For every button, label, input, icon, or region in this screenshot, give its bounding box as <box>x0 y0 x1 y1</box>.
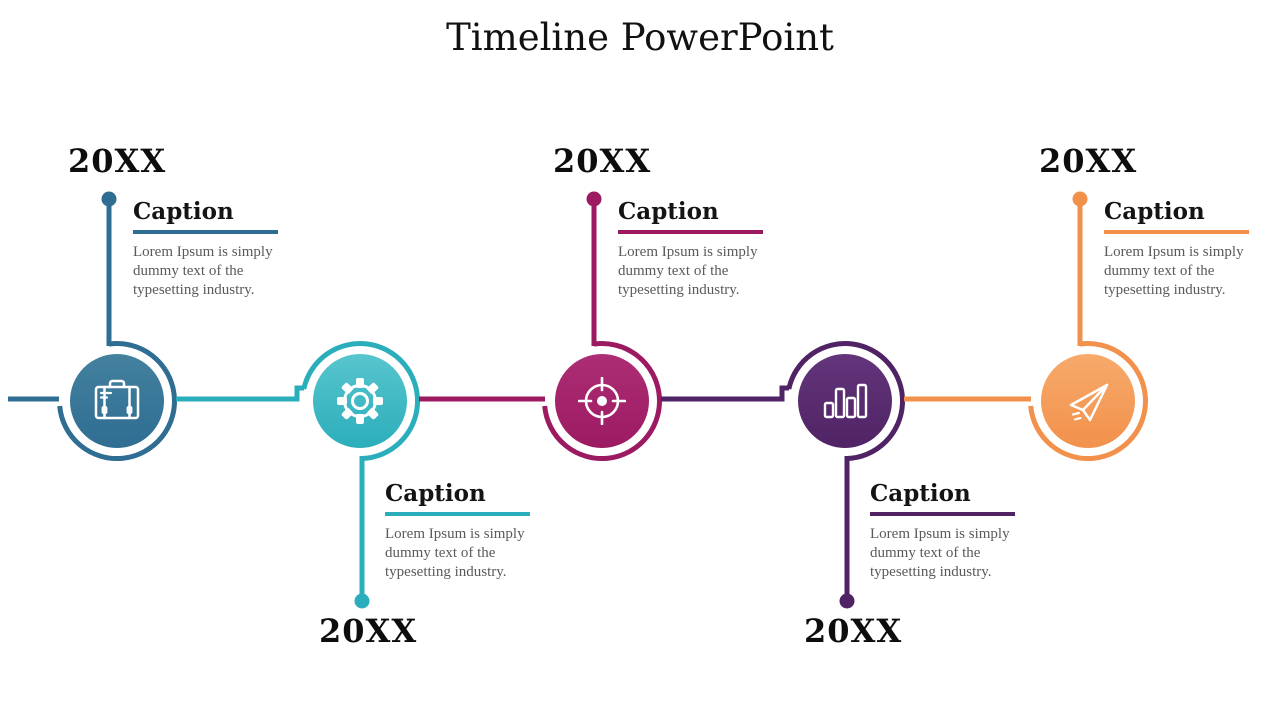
caption-underline <box>870 512 1015 516</box>
milestone-circle <box>70 354 164 448</box>
milestone-caption-body: Lorem Ipsum is simply dummy text of the … <box>1104 244 1244 298</box>
milestone-caption-body: Lorem Ipsum is simply dummy text of the … <box>133 244 273 298</box>
timeline-dot <box>586 191 602 207</box>
milestone-caption-body: Lorem Ipsum is simply dummy text of the … <box>870 526 1010 580</box>
milestone-caption-title: Caption <box>870 480 971 507</box>
milestone-year: 20XX <box>1039 142 1138 180</box>
milestone-caption-title: Caption <box>385 480 486 507</box>
milestone-year: 20XX <box>68 142 167 180</box>
caption-underline <box>1104 230 1249 234</box>
timeline-dot <box>354 593 370 609</box>
timeline-dot <box>1072 191 1088 207</box>
milestone-ring <box>786 341 906 461</box>
milestone-caption-title: Caption <box>1104 198 1205 225</box>
milestone-ring <box>57 341 177 462</box>
milestone-ring <box>301 341 421 461</box>
milestone-year: 20XX <box>553 142 652 180</box>
timeline-dot <box>101 191 117 207</box>
timeline-dot <box>839 593 855 609</box>
caption-underline <box>385 512 530 516</box>
timeline-connector <box>661 385 789 402</box>
milestone-caption-block: Caption Lorem Ipsum is simply dummy text… <box>618 198 796 300</box>
caption-underline <box>133 230 278 234</box>
caption-underline <box>618 230 763 234</box>
milestone-ring <box>542 341 662 462</box>
milestone-caption-block: Caption Lorem Ipsum is simply dummy text… <box>133 198 311 300</box>
milestone-year: 20XX <box>804 612 903 650</box>
milestone-caption-body: Lorem Ipsum is simply dummy text of the … <box>618 244 758 298</box>
milestone-caption-block: Caption Lorem Ipsum is simply dummy text… <box>870 480 1048 582</box>
timeline-connector <box>176 385 304 402</box>
milestone-circle <box>1041 354 1135 448</box>
milestone-caption-title: Caption <box>133 198 234 225</box>
milestone-circle <box>313 354 407 448</box>
milestone-year: 20XX <box>319 612 418 650</box>
milestone-ring <box>1028 341 1148 462</box>
milestone-caption-body: Lorem Ipsum is simply dummy text of the … <box>385 526 525 580</box>
milestone-caption-block: Caption Lorem Ipsum is simply dummy text… <box>1104 198 1280 300</box>
slide-title: Timeline PowerPoint <box>446 16 834 59</box>
milestone-caption-title: Caption <box>618 198 719 225</box>
milestone-caption-block: Caption Lorem Ipsum is simply dummy text… <box>385 480 563 582</box>
